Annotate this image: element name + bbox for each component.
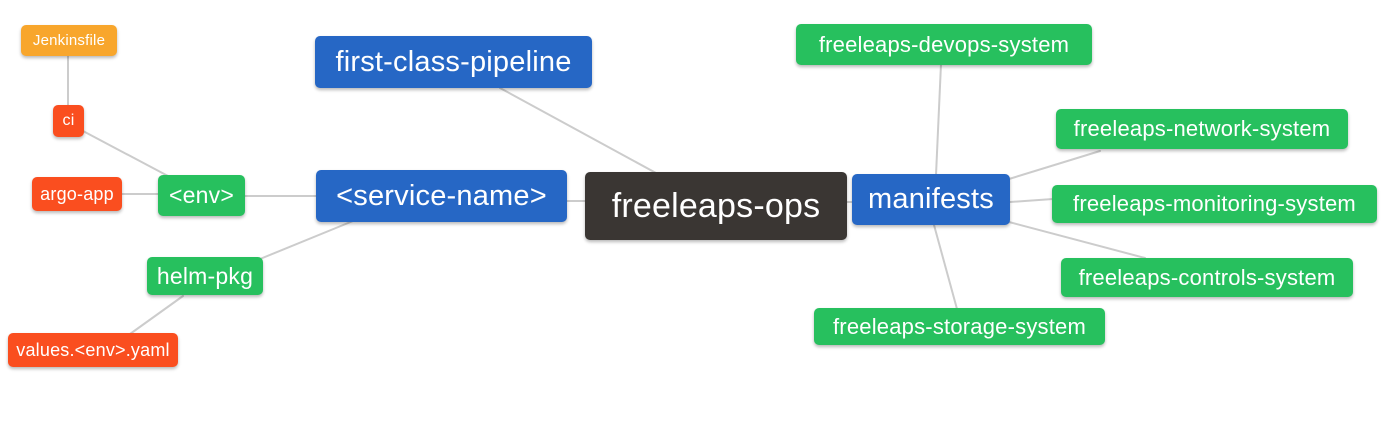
edge-manifests-freeleaps-monitoring-system [1009, 198, 1054, 203]
node-values-env-yaml[interactable]: values.<env>.yaml [8, 333, 178, 367]
edge-ci-env [82, 130, 169, 177]
node-freeleaps-controls-system[interactable]: freeleaps-controls-system [1061, 258, 1353, 297]
node-label-env: <env> [169, 182, 234, 208]
node-label-argo-app: argo-app [40, 184, 114, 204]
node-label-manifests: manifests [868, 183, 994, 215]
node-label-freeleaps-monitoring-system: freeleaps-monitoring-system [1073, 191, 1356, 216]
node-freeleaps-monitoring-system[interactable]: freeleaps-monitoring-system [1052, 185, 1377, 223]
node-label-helm-pkg: helm-pkg [156, 262, 254, 289]
edge-values-env-yaml-helm-pkg [129, 295, 184, 335]
edge-manifests-freeleaps-devops-system [935, 63, 942, 176]
node-first-class-pipeline[interactable]: first-class-pipeline [315, 36, 592, 88]
node-manifests[interactable]: manifests [852, 174, 1010, 225]
edge-first-class-pipeline-freeleaps-ops [499, 87, 657, 174]
node-label-ci: ci [62, 112, 75, 129]
node-label-freeleaps-ops: freeleaps-ops [611, 187, 821, 225]
node-label-jenkinsfile: Jenkinsfile [32, 32, 106, 49]
node-label-freeleaps-network-system: freeleaps-network-system [1073, 116, 1331, 141]
edge-manifests-freeleaps-controls-system [1008, 221, 1146, 259]
node-freeleaps-devops-system[interactable]: freeleaps-devops-system [796, 24, 1092, 65]
node-freeleaps-network-system[interactable]: freeleaps-network-system [1056, 109, 1348, 149]
edge-helm-pkg-service-name [259, 220, 354, 260]
node-ci[interactable]: ci [53, 105, 84, 137]
node-service-name[interactable]: <service-name> [316, 170, 567, 222]
edge-manifests-freeleaps-network-system [1008, 150, 1101, 180]
node-freeleaps-ops[interactable]: freeleaps-ops [585, 172, 847, 240]
node-helm-pkg[interactable]: helm-pkg [147, 257, 263, 295]
node-argo-app[interactable]: argo-app [32, 177, 122, 211]
node-env[interactable]: <env> [158, 175, 245, 216]
node-label-freeleaps-controls-system: freeleaps-controls-system [1078, 264, 1336, 290]
node-label-first-class-pipeline: first-class-pipeline [335, 45, 572, 78]
edge-manifests-freeleaps-storage-system [933, 224, 958, 310]
node-label-values-env-yaml: values.<env>.yaml [16, 340, 170, 360]
node-freeleaps-storage-system[interactable]: freeleaps-storage-system [814, 308, 1105, 345]
node-jenkinsfile[interactable]: Jenkinsfile [21, 25, 117, 56]
node-label-freeleaps-devops-system: freeleaps-devops-system [818, 31, 1070, 57]
node-label-freeleaps-storage-system: freeleaps-storage-system [832, 313, 1086, 339]
node-label-service-name: <service-name> [336, 179, 547, 212]
